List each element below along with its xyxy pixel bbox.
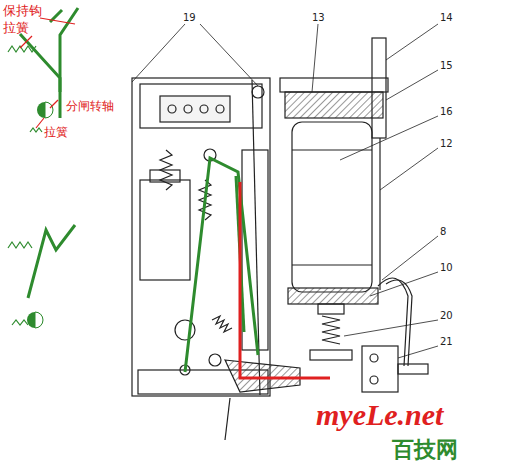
callout-number: 13 [312,12,325,23]
callout-number: 12 [440,138,453,149]
part-label: 拉簧 [3,21,29,35]
callout-number: 8 [440,226,446,237]
part-label: 保持钩 [3,4,42,18]
callout-number: 10 [440,262,453,273]
part-label: 拉簧 [44,126,68,139]
watermark: myeLe.net [316,398,443,431]
watermark: 百技网 [392,438,458,462]
callout-number: 16 [440,106,453,117]
callout-number: 15 [440,60,453,71]
callout-number: 19 [183,12,196,23]
part-label: 分闸转轴 [66,100,114,113]
callout-number: 14 [440,12,453,23]
callout-number: 21 [440,336,453,347]
callout-number: 20 [440,310,453,321]
